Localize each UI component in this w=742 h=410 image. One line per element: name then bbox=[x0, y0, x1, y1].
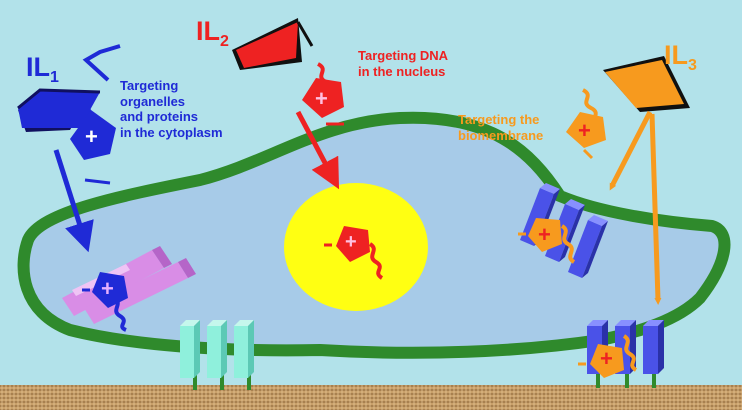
membrane-proteins-bottom bbox=[587, 320, 664, 388]
il1-target-text: Targeting organelles and proteins in the… bbox=[120, 78, 223, 140]
nucleus-bound-cation bbox=[324, 226, 384, 280]
il3-arrow-upper bbox=[609, 110, 653, 191]
biomembrane-bound-cation-1 bbox=[518, 218, 576, 264]
il3-subscript: 3 bbox=[688, 57, 697, 74]
il2-label: IL2 bbox=[196, 16, 229, 51]
il3-plus-sign: + bbox=[578, 118, 591, 143]
il1-target-line-1: Targeting bbox=[120, 78, 179, 93]
il1-plus-sign: + bbox=[85, 124, 98, 149]
organelle-bound-cation bbox=[82, 272, 128, 332]
il3-target-line-2: biomembrane bbox=[458, 127, 544, 143]
il1-target-line-4: in the cytoplasm bbox=[120, 124, 223, 140]
il1-name: IL bbox=[26, 52, 50, 82]
il3-target-text: Targeting the biomembrane bbox=[458, 112, 543, 143]
il3-arrow-lower bbox=[649, 113, 662, 305]
il2-target-line-2: in the nucleus bbox=[358, 63, 446, 79]
il1-label: IL1 bbox=[26, 52, 59, 87]
il2-name: IL bbox=[196, 16, 220, 46]
il1-anion bbox=[17, 88, 101, 132]
ground-surface bbox=[0, 385, 742, 410]
biomembrane-plus-sign-1: + bbox=[538, 222, 551, 247]
biomembrane-bound-cation-2 bbox=[578, 334, 638, 378]
nucleus-plus-sign: + bbox=[345, 231, 357, 253]
il1-target-line-3: and proteins bbox=[120, 109, 199, 125]
il3-target-line-1: Targeting the bbox=[458, 112, 540, 127]
il2-cation bbox=[302, 62, 344, 126]
il2-target-line-1: Targeting DNA bbox=[358, 48, 449, 63]
il2-anion bbox=[232, 18, 314, 70]
il2-arrow bbox=[295, 110, 340, 190]
il1-target-line-2: organelles bbox=[120, 93, 186, 109]
il3-name: IL bbox=[664, 40, 688, 70]
biomembrane-plus-sign-2: + bbox=[600, 346, 613, 371]
il3-cation bbox=[566, 88, 606, 160]
il1-arrow bbox=[53, 149, 94, 253]
il1-subscript: 1 bbox=[50, 69, 59, 86]
membrane-proteins-tilted bbox=[520, 183, 608, 278]
organelle-plus-sign: + bbox=[101, 276, 114, 301]
il3-anion bbox=[603, 56, 690, 112]
il1-cation bbox=[70, 44, 121, 185]
il2-plus-sign: + bbox=[315, 86, 328, 111]
il2-subscript: 2 bbox=[220, 33, 229, 50]
il2-target-text: Targeting DNA in the nucleus bbox=[358, 48, 448, 79]
membrane-channels bbox=[180, 320, 254, 390]
il3-label: IL3 bbox=[664, 40, 697, 75]
